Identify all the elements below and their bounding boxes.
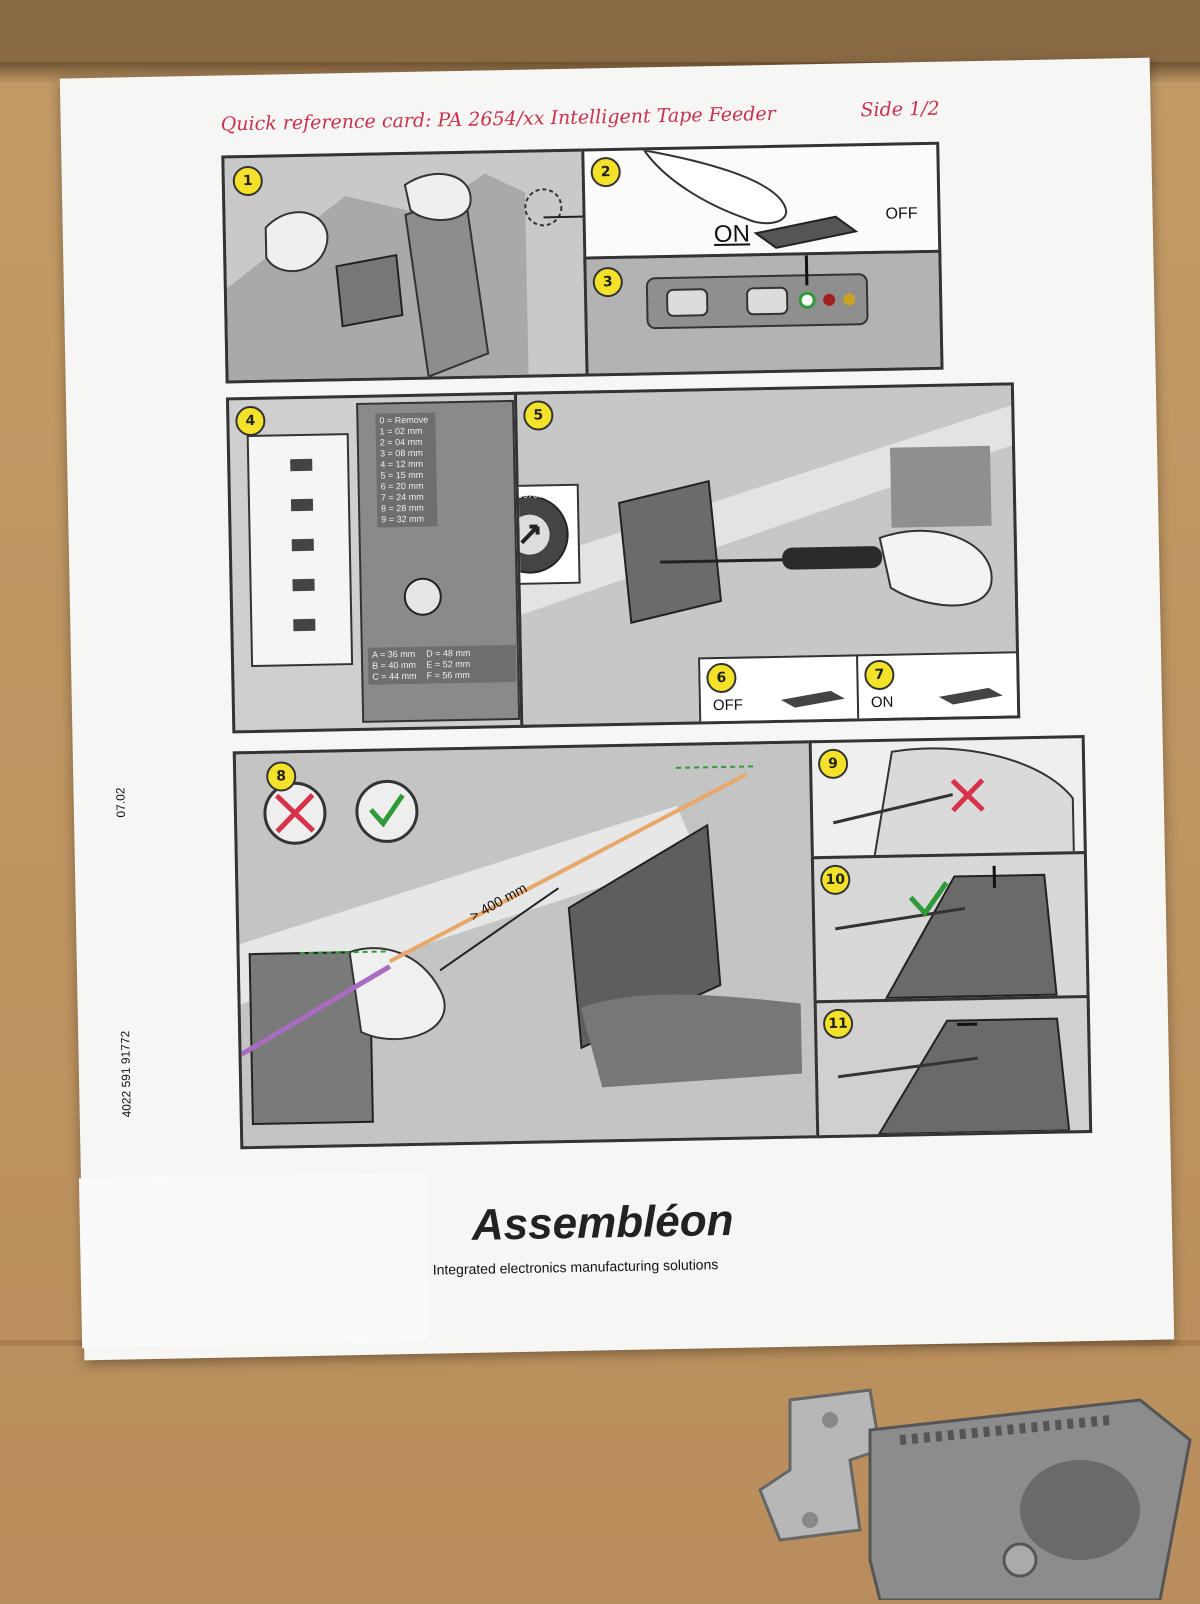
letter-row: E = 52 mm: [426, 659, 470, 671]
panel-step-5: 5 0123456789ABCD 6 OFF 7 ON: [514, 382, 1020, 728]
width-row: 0 = Remove: [379, 415, 431, 427]
brand-name: Assembléon: [471, 1196, 734, 1251]
panel-step-6: 6 OFF: [698, 654, 863, 725]
panel-step-10: 10: [811, 851, 1090, 1008]
rotary-switch-detail: 0123456789ABCD: [514, 484, 581, 586]
letter-row: B = 40 mm: [372, 660, 416, 672]
width-row: 9 = 32 mm: [381, 513, 433, 525]
switch-off-icon: [770, 671, 851, 713]
switch-off-small: OFF: [713, 697, 743, 715]
step-badge: 6: [706, 663, 737, 694]
blank-label-area: [79, 1172, 430, 1349]
switch-on-label: ON: [714, 220, 751, 249]
panel-step-3: 3: [583, 250, 943, 377]
panel-step-2: 2 ON OFF: [581, 142, 941, 265]
letter-row: C = 44 mm: [372, 671, 416, 683]
step-3-illustration: [586, 253, 940, 374]
brand-tagline: Integrated electronics manufacturing sol…: [433, 1256, 719, 1277]
part-number: 4022 591 91772: [118, 1031, 134, 1118]
step-9-illustration: [812, 738, 1084, 861]
step-11-illustration: [817, 998, 1089, 1135]
metal-tape-clamp: [720, 1380, 1200, 1600]
card-header-side: Side 1/2: [860, 98, 940, 122]
card-header-title: Quick reference card: PA 2654/xx Intelli…: [220, 103, 775, 136]
letter-row: F = 56 mm: [426, 670, 470, 682]
dial-digits: 0123456789ABCD: [514, 490, 569, 502]
panel-step-8: 8 > 400 mm: [233, 740, 827, 1149]
panel-step-7: 7 ON: [856, 651, 1020, 722]
quick-reference-card: Quick reference card: PA 2654/xx Intelli…: [60, 58, 1174, 1361]
panel-step-4: 4 0 = Remove 1 = 02 mm 2 = 04 mm 3 = 08 …: [226, 392, 528, 734]
step-10-illustration: [814, 854, 1087, 1005]
side-code: 07.02: [113, 787, 128, 817]
step-1-illustration: [224, 151, 592, 380]
switch-on-small: ON: [871, 694, 894, 711]
switch-off-label: OFF: [885, 205, 917, 224]
panel-step-11: 11: [814, 995, 1093, 1138]
panel-step-1: 1: [221, 148, 595, 383]
letter-width-table: A = 36 mm B = 40 mm C = 44 mm D = 48 mm …: [368, 645, 517, 685]
panel-step-9: 9: [809, 735, 1087, 864]
step-2-illustration: [584, 145, 938, 262]
clamp-illustration: [720, 1380, 1200, 1600]
tape-width-table: 0 = Remove 1 = 02 mm 2 = 04 mm 3 = 08 mm…: [375, 412, 437, 527]
letter-row: A = 36 mm: [372, 649, 416, 661]
step-8-illustration: [236, 743, 823, 1146]
letter-row: D = 48 mm: [426, 648, 470, 660]
step-badge: 7: [864, 660, 895, 691]
switch-on-icon: [928, 667, 1009, 709]
